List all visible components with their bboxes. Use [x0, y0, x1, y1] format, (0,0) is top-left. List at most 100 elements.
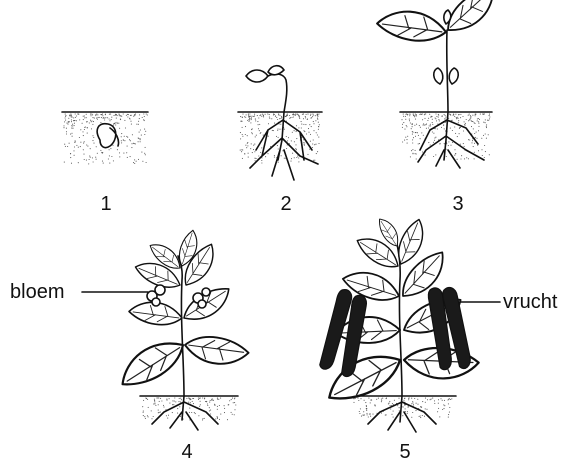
- soil-dot: [434, 137, 435, 138]
- soil-dot: [306, 114, 307, 115]
- soil-dot: [105, 117, 106, 118]
- soil-dot: [259, 130, 260, 131]
- soil-dot: [486, 126, 487, 127]
- soil-dot: [361, 416, 362, 417]
- soil-dot: [73, 117, 74, 118]
- soil-dot: [404, 140, 405, 141]
- soil-dot: [465, 123, 466, 124]
- soil-dot: [92, 114, 93, 115]
- soil-dot: [313, 115, 314, 116]
- soil-dot: [359, 413, 360, 414]
- soil-dot: [70, 115, 71, 116]
- soil-dot: [444, 114, 445, 115]
- soil-dot: [424, 118, 425, 119]
- soil-dot: [311, 126, 312, 127]
- soil-dot: [82, 123, 83, 124]
- soil-dot: [254, 158, 255, 159]
- soil-dot: [399, 410, 400, 411]
- soil-dot: [200, 401, 201, 402]
- soil-dot: [315, 120, 316, 121]
- soil-dot: [178, 401, 179, 402]
- soil-dot: [420, 415, 421, 416]
- soil-dot: [65, 116, 66, 117]
- soil-dot: [393, 411, 394, 412]
- soil-dot: [412, 149, 413, 150]
- soil-dot: [303, 118, 304, 119]
- soil-dot: [163, 406, 164, 407]
- soil-dot: [76, 145, 77, 146]
- soil-dot: [454, 126, 455, 127]
- soil-dot: [261, 116, 262, 117]
- soil-dot: [83, 116, 84, 117]
- soil-dot: [304, 145, 305, 146]
- soil-dot: [119, 156, 120, 157]
- soil-dot: [363, 414, 364, 415]
- soil-dot: [240, 132, 241, 133]
- soil-dot: [155, 405, 156, 406]
- soil-dot: [318, 122, 319, 123]
- soil-dot: [263, 115, 264, 116]
- soil-dot: [254, 144, 255, 145]
- soil-dot: [71, 119, 72, 120]
- soil-dot: [240, 138, 241, 139]
- soil-dot: [116, 122, 117, 123]
- soil-dot: [438, 399, 439, 400]
- soil-dot: [318, 137, 319, 138]
- soil-dot: [318, 129, 319, 130]
- soil-dot: [251, 119, 252, 120]
- soil-dot: [403, 122, 404, 123]
- soil-dot: [131, 143, 132, 144]
- soil-dot: [251, 129, 252, 130]
- soil-dot: [433, 133, 434, 134]
- stage-2-germination: [238, 66, 322, 180]
- soil-dot: [486, 138, 487, 139]
- soil-dot: [285, 116, 286, 117]
- soil-dot: [257, 115, 258, 116]
- soil-dot: [317, 118, 318, 119]
- soil-dot: [412, 126, 413, 127]
- soil-dot: [309, 149, 310, 150]
- soil-dot: [364, 414, 365, 415]
- soil-dot: [224, 405, 225, 406]
- soil-dot: [195, 413, 196, 414]
- soil-dot: [68, 118, 69, 119]
- soil-dot: [412, 401, 413, 402]
- soil-dot: [317, 115, 318, 116]
- soil-dot: [65, 120, 66, 121]
- soil-dot: [147, 114, 148, 115]
- soil-dot: [90, 157, 91, 158]
- soil-dot: [428, 127, 429, 128]
- soil-dot: [287, 114, 288, 115]
- soil-dot: [64, 144, 65, 145]
- soil-dot: [92, 140, 93, 141]
- soil-dot: [407, 413, 408, 414]
- soil-dot: [278, 114, 279, 115]
- soil-dot: [163, 405, 164, 406]
- soil-dot: [442, 400, 443, 401]
- soil-dot: [89, 159, 90, 160]
- soil-dot: [405, 411, 406, 412]
- soil-dot: [111, 156, 112, 157]
- soil-dot: [415, 153, 416, 154]
- soil-dot: [425, 402, 426, 403]
- soil-dot: [460, 158, 461, 159]
- soil-dot: [136, 161, 137, 162]
- soil-dot: [446, 156, 447, 157]
- soil-dot: [413, 115, 414, 116]
- soil-dot: [180, 398, 181, 399]
- soil-dot: [420, 114, 421, 115]
- soil-dot: [248, 119, 249, 120]
- soil-dot: [403, 116, 404, 117]
- soil-dot: [357, 398, 358, 399]
- soil-dot: [464, 146, 465, 147]
- soil-dot: [249, 113, 250, 114]
- soil-dot: [245, 134, 246, 135]
- soil-dot: [479, 119, 480, 120]
- soil-dot: [478, 150, 479, 151]
- soil-dot: [245, 126, 246, 127]
- soil-dot: [146, 162, 147, 163]
- soil-dot: [443, 404, 444, 405]
- soil-dot: [454, 155, 455, 156]
- soil-dot: [427, 399, 428, 400]
- soil-dot: [94, 118, 95, 119]
